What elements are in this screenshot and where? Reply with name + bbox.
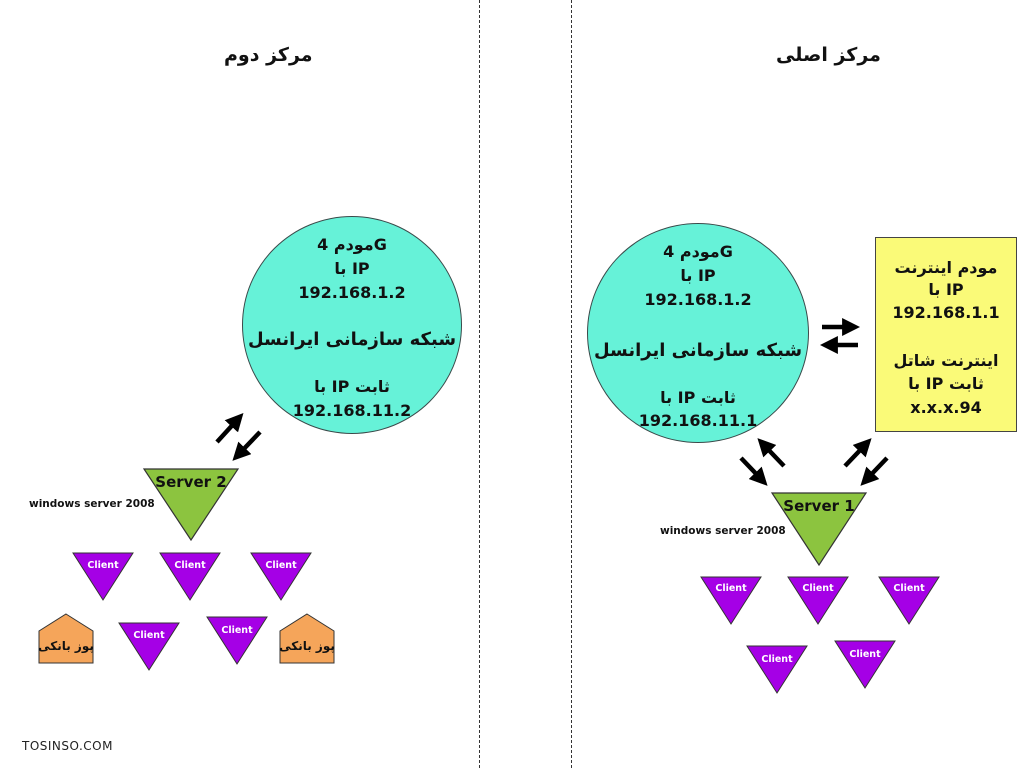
client-label: Client — [893, 583, 925, 594]
arrow-up-right — [215, 413, 244, 444]
client-node: Client — [250, 552, 312, 601]
main-modem-line6: 192.168.11.1 — [638, 411, 758, 430]
main-clients: Client Client Client Client Client — [700, 576, 940, 694]
pos-label: پوز بانکی — [38, 639, 94, 654]
client-label: Client — [87, 560, 119, 571]
client-node: Client — [206, 616, 268, 665]
client-node: Client — [700, 576, 762, 625]
internet-modem-box: مودم اینترنت با IP 192.168.1.1 اینترنت ش… — [875, 237, 1017, 432]
server2-triangle — [142, 468, 240, 542]
client-label: Client — [849, 649, 881, 660]
main-modem-line1: مودم 4G — [663, 242, 733, 261]
client-label: Client — [715, 583, 747, 594]
server2-label: Server 2 — [155, 473, 226, 491]
second-modem-line1: مودم 4G — [317, 235, 387, 254]
internet-modem-line1: مودم اینترنت — [894, 258, 998, 277]
client-node: Client — [787, 576, 849, 625]
second-modem-line3: 192.168.1.2 — [298, 283, 406, 302]
main-modem-line2: با IP — [680, 266, 716, 285]
arrows-modem-internet — [819, 318, 861, 354]
internet-modem-line6: x.x.x.94 — [910, 398, 982, 417]
server1-triangle — [770, 492, 868, 567]
client-label: Client — [265, 560, 297, 571]
arrows-internet-server1 — [843, 438, 889, 486]
main-modem-circle: مودم 4G با IP 192.168.1.2 شبکه سازمانی ا… — [587, 223, 809, 443]
server1-label: Server 1 — [783, 497, 854, 515]
internet-modem-line2: با IP — [928, 280, 964, 299]
main-center-title: مرکز اصلی — [776, 44, 881, 66]
arrows-modem-server1 — [739, 438, 786, 486]
client-label: Client — [133, 630, 165, 641]
client-node: Client — [72, 552, 134, 601]
arrow-up-right — [843, 438, 872, 468]
arrow-down-right — [739, 456, 768, 486]
server2-node: Server 2 — [142, 468, 240, 542]
client-label: Client — [802, 583, 834, 594]
server1-node: Server 1 — [770, 492, 868, 567]
client-node: Client — [746, 645, 808, 694]
watermark: TOSINSO.COM — [22, 739, 113, 753]
main-modem-line4: شبکه سازمانی ایرانسل — [593, 340, 803, 361]
server2-os-label: windows server 2008 — [29, 498, 155, 510]
client-node: Client — [159, 552, 221, 601]
pos-shape — [38, 613, 94, 664]
arrow-up-left — [757, 438, 786, 468]
arrow-down-left — [860, 456, 889, 486]
arrow-down-left — [232, 430, 262, 461]
divider-right — [571, 0, 572, 768]
client-node: Client — [834, 640, 896, 689]
internet-modem-line5: با IP ثابت — [908, 374, 984, 393]
second-modem-line6: 192.168.11.2 — [292, 401, 412, 420]
divider-left — [479, 0, 480, 768]
main-modem-line5: با IP ثابت — [660, 388, 736, 407]
client-node: Client — [878, 576, 940, 625]
client-label: Client — [174, 560, 206, 571]
second-modem-line5: با IP ثابت — [314, 377, 390, 396]
pos-shape — [279, 613, 335, 664]
second-center-title: مرکز دوم — [224, 44, 313, 66]
internet-modem-line3: 192.168.1.1 — [892, 303, 1000, 322]
client-label: Client — [221, 625, 253, 636]
arrows-modem-server2 — [215, 413, 262, 461]
second-clients: Client Client Client Client Client — [72, 552, 312, 671]
client-node: Client — [118, 622, 180, 671]
main-modem-line3: 192.168.1.2 — [644, 290, 752, 309]
pos-label: پوز بانکی — [279, 639, 335, 654]
internet-modem-line4: اینترنت شاتل — [893, 351, 999, 370]
server1-os-label: windows server 2008 — [660, 525, 786, 537]
second-modem-line4: شبکه سازمانی ایرانسل — [247, 329, 457, 350]
second-modem-circle: مودم 4G با IP 192.168.1.2 شبکه سازمانی ا… — [242, 216, 462, 434]
client-label: Client — [761, 654, 793, 665]
pos-device-left: پوز بانکی — [38, 613, 94, 664]
second-modem-line2: با IP — [334, 259, 370, 278]
pos-device-right: پوز بانکی — [279, 613, 335, 664]
